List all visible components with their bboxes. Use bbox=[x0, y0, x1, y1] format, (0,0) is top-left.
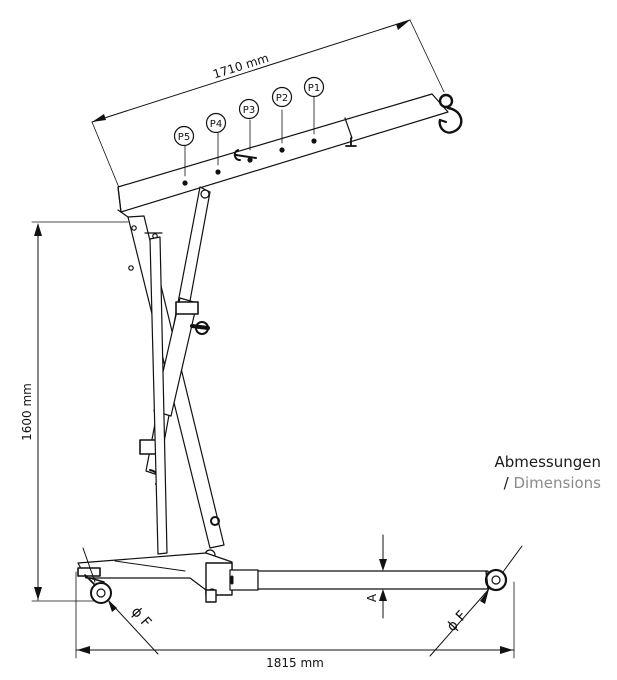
jib-length-label: 1710 mm bbox=[211, 51, 270, 82]
base-length-label: 1815 mm bbox=[266, 656, 324, 670]
position-label-p4: P4 bbox=[210, 119, 222, 130]
caption-german: Abmessungen bbox=[494, 453, 601, 471]
position-label-p2: P2 bbox=[276, 93, 288, 104]
a-dimension bbox=[379, 534, 387, 619]
rear-diameter-label: ϕ F bbox=[128, 604, 154, 631]
support-leg bbox=[144, 232, 168, 555]
hook-icon bbox=[438, 93, 463, 134]
rear-caster-icon bbox=[77, 567, 112, 604]
height-label: 1600 mm bbox=[20, 383, 34, 441]
height-dimension bbox=[31, 221, 129, 602]
caption-english-line: / Dimensions bbox=[494, 473, 601, 494]
crane-base bbox=[77, 552, 508, 604]
dim-a-label: A bbox=[365, 593, 379, 602]
front-diameter-label: ϕ F bbox=[444, 608, 470, 635]
crane-boom bbox=[117, 76, 463, 213]
rear-wheel-diameter bbox=[82, 547, 159, 655]
dimensions-caption: Abmessungen / Dimensions bbox=[494, 452, 601, 494]
front-wheel-icon bbox=[484, 568, 508, 592]
position-label-p1: P1 bbox=[308, 83, 320, 94]
hydraulic-cylinder bbox=[139, 186, 211, 485]
front-wheel-diameter bbox=[429, 545, 523, 657]
position-label-p3: P3 bbox=[243, 105, 255, 116]
position-label-p5: P5 bbox=[178, 132, 190, 143]
caption-separator: / bbox=[503, 474, 514, 492]
base-dimension bbox=[75, 571, 515, 659]
caption-english: Dimensions bbox=[513, 474, 601, 492]
jib-dimension bbox=[91, 19, 445, 191]
